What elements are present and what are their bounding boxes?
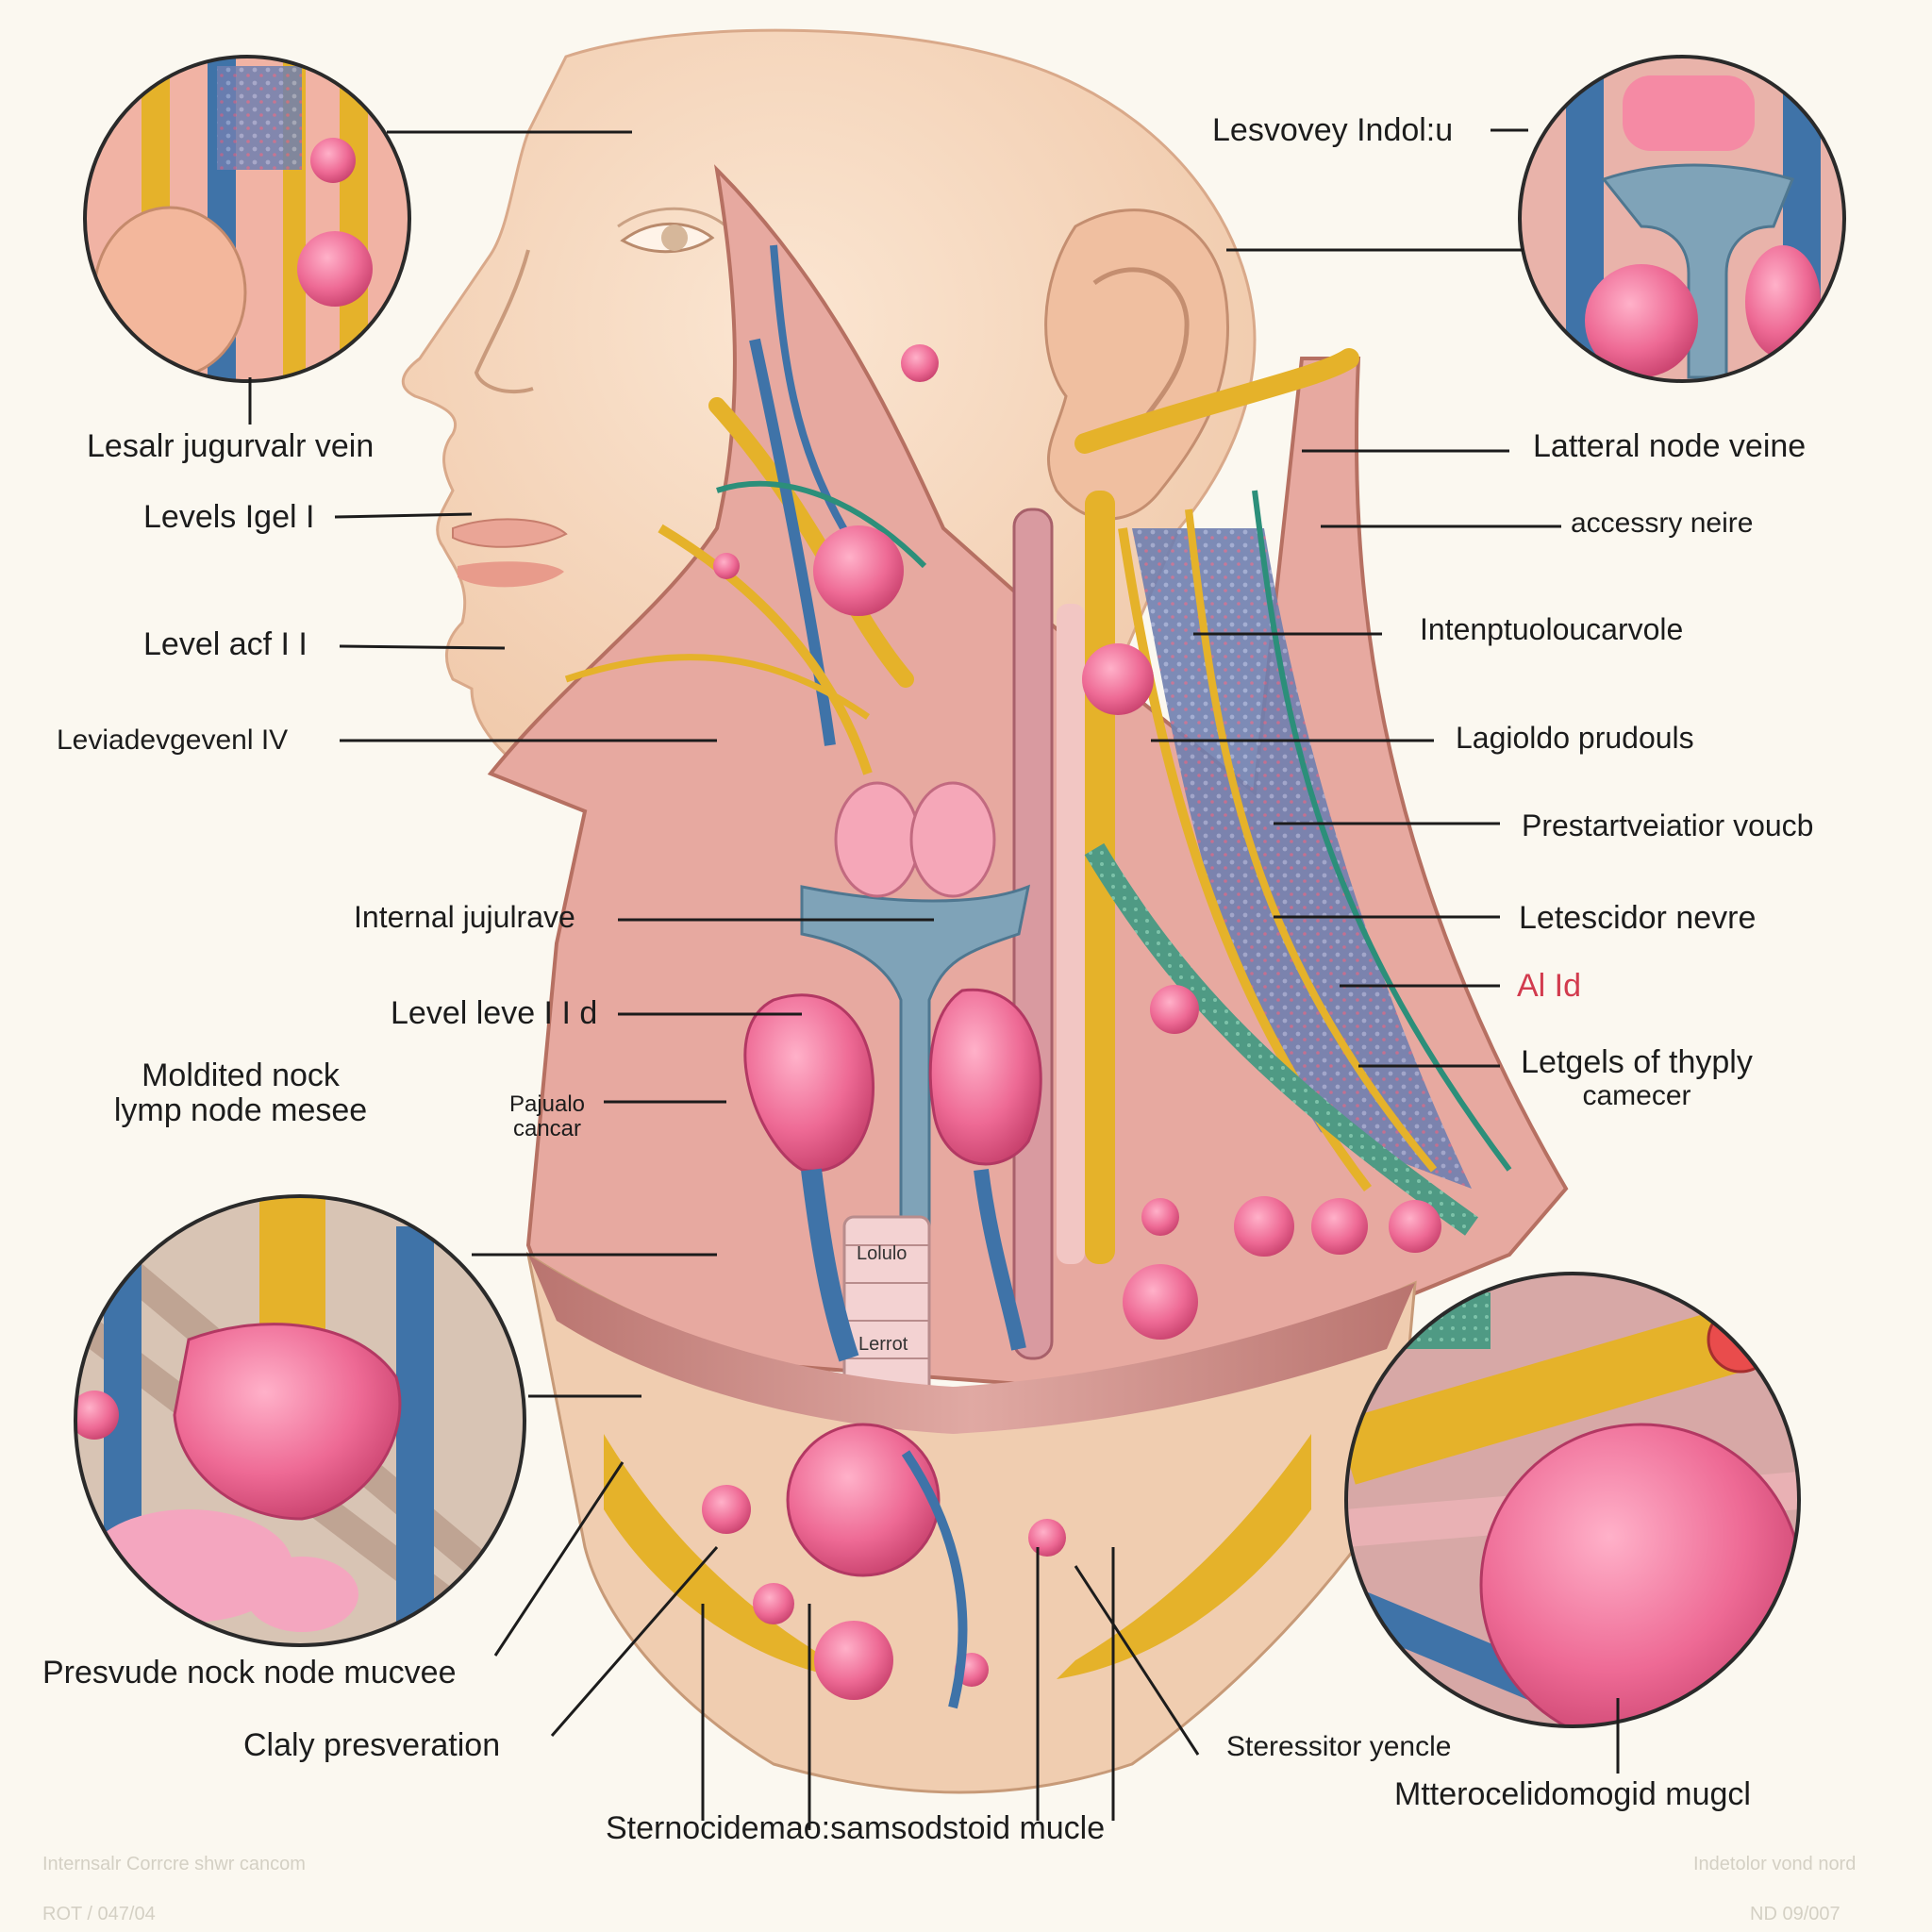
label-mitero: Mtterocelidomogid mugcl — [1394, 1776, 1751, 1812]
label-papillary-line1: Pajualo — [508, 1091, 586, 1117]
label-right-top: Lesvovey Indol:u — [1212, 112, 1454, 148]
label-modified-neck: Moldited nock lymp node mesee — [90, 1058, 391, 1129]
clavicle-region — [525, 1251, 1417, 1794]
label-lagioldo: Lagioldo prudouls — [1456, 721, 1694, 755]
label-stere: Steressitor yencle — [1226, 1731, 1452, 1762]
neck-dissection — [487, 164, 1569, 1398]
label-modified-neck-line2: lymp node mesee — [113, 1092, 368, 1129]
watermark-bottom-left-2: ROT / 047/04 — [42, 1904, 156, 1924]
label-level-2: Level acf I I — [143, 626, 308, 662]
label-papillary-cancer: Pajualo cancar — [491, 1091, 604, 1142]
watermark-bottom-right-2: ND 09/007 — [1750, 1904, 1840, 1924]
inset-top-left — [83, 55, 411, 383]
label-jugular-vein: Lesalr jugurvalr vein — [87, 428, 375, 464]
watermark-bottom-left-1: Internsalr Corrcre shwr cancom — [42, 1854, 306, 1874]
label-internal-jugular: Internal jujulrave — [354, 900, 575, 934]
label-papillary-line2: cancar — [512, 1116, 582, 1142]
label-sternocleidomastoid: Sternocidemao:samsodstoid mucle — [606, 1810, 1106, 1846]
label-prestart: Prestartveiatior voucb — [1522, 808, 1814, 842]
label-level-1: Levels Igel I — [143, 499, 315, 535]
label-trachea-1: Lolulo — [857, 1243, 908, 1264]
label-letescidor: Letescidor nevre — [1519, 900, 1757, 936]
label-preserved-node: Presvude nock node mucvee — [42, 1655, 457, 1690]
label-level-4: Leviadevgevenl IV — [57, 724, 289, 756]
label-trachea-2: Lerrot — [858, 1334, 908, 1355]
label-clay-preservation: Claly presveration — [243, 1727, 501, 1763]
label-levels-thyroid-line1: Letgels of thyply — [1521, 1044, 1753, 1080]
label-lateral-node: Latteral node veine — [1533, 428, 1807, 464]
leader-lines — [248, 128, 1620, 1830]
label-levels-thyroid-line2: camecer — [1582, 1080, 1691, 1112]
label-modified-neck-line1: Moldited nock — [142, 1058, 340, 1093]
label-al-id: Al Id — [1517, 968, 1582, 1004]
inset-bottom-left — [74, 1194, 526, 1647]
label-intern: Intenptuoloucarvole — [1420, 612, 1684, 646]
watermark-bottom-right-1: Indetolor vond nord — [1693, 1854, 1857, 1874]
label-accessory: accessry neire — [1571, 508, 1754, 539]
inset-bottom-right — [1344, 1272, 1801, 1728]
label-level-ld: Level leve I I d — [391, 995, 598, 1031]
inset-top-right — [1518, 55, 1846, 383]
label-levels-thyroid: Letgels of thyply camecer — [1500, 1044, 1774, 1112]
